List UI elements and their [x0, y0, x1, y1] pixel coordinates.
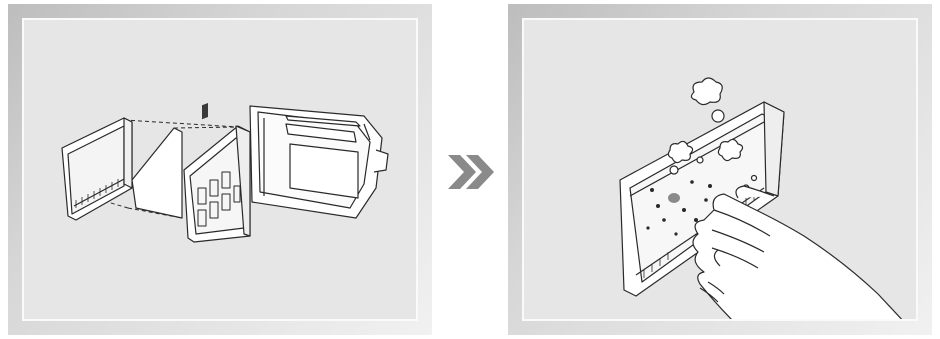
step-2-frame: [522, 18, 918, 321]
filter-frame-part: [62, 118, 132, 220]
hand-icon: [693, 186, 906, 319]
hand-tapping-dust-illustration: [524, 20, 916, 319]
filter-disassembly-illustration: [24, 20, 416, 319]
double-chevron-right-icon: [446, 153, 496, 191]
filter-sheet-part: [132, 128, 182, 218]
step-1-panel: [8, 4, 432, 335]
dust-clump-icon: [691, 78, 722, 105]
filter-housing-part: [250, 106, 388, 218]
step-1-frame: [22, 18, 418, 321]
step-2-panel: [508, 4, 932, 335]
